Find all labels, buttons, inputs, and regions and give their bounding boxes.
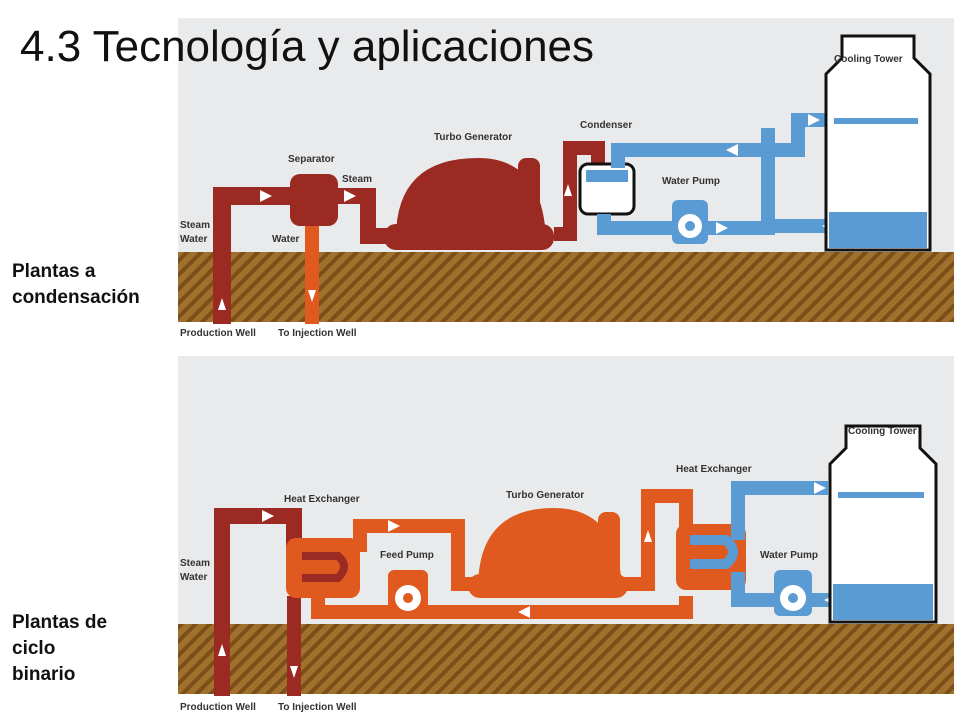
label-line: Plantas a bbox=[12, 261, 96, 282]
production-well-pipe bbox=[214, 508, 302, 696]
label-condenser: Condenser bbox=[580, 120, 632, 131]
turbo-generator bbox=[478, 508, 622, 588]
flow-arrow bbox=[388, 520, 400, 532]
separator bbox=[290, 174, 338, 226]
label-water-pump: Water Pump bbox=[760, 550, 818, 561]
spray-header bbox=[838, 492, 924, 498]
flow-arrow bbox=[262, 510, 274, 522]
label-water-pump: Water Pump bbox=[662, 176, 720, 187]
flow-arrow bbox=[344, 190, 356, 202]
label-cooling-tower: Cooling Tower bbox=[834, 54, 903, 65]
ground-base bbox=[178, 694, 954, 716]
tower-water bbox=[829, 212, 927, 248]
flow-arrow bbox=[290, 666, 298, 678]
cooling-water-pipe-bottom bbox=[731, 572, 776, 607]
label-steam: Steam bbox=[342, 174, 372, 185]
flow-arrow bbox=[644, 530, 652, 542]
label-water: Water bbox=[272, 234, 300, 245]
label-heat-exchanger: Heat Exchanger bbox=[676, 464, 752, 475]
label-steam-water: Steam bbox=[180, 558, 210, 569]
ground bbox=[178, 624, 954, 694]
pump-hub bbox=[685, 221, 695, 231]
flow-arrow bbox=[808, 114, 820, 126]
flow-arrow bbox=[814, 482, 826, 494]
pump-hub bbox=[403, 593, 413, 603]
condensing-plant-diagram: Cooling Tower Condenser Turbo Generator … bbox=[178, 18, 954, 344]
label-heat-exchanger: Heat Exchanger bbox=[284, 494, 360, 505]
label-line: condensación bbox=[12, 287, 140, 308]
turbo-generator-base bbox=[468, 574, 628, 598]
generator-unit bbox=[598, 512, 620, 588]
generator-unit bbox=[518, 158, 540, 236]
exchanger-coil bbox=[690, 535, 738, 569]
turbo-generator bbox=[396, 158, 546, 238]
label-separator: Separator bbox=[288, 154, 335, 165]
label-feed-pump: Feed Pump bbox=[380, 550, 434, 561]
label-production-well: Production Well bbox=[180, 702, 256, 713]
cooling-tower bbox=[824, 34, 932, 252]
label-steam-water: Water bbox=[180, 572, 208, 583]
flow-arrow bbox=[260, 190, 272, 202]
flow-arrow bbox=[218, 298, 226, 310]
flow-arrow bbox=[716, 222, 728, 234]
turbo-generator-base bbox=[384, 224, 554, 250]
ground-base bbox=[178, 322, 954, 344]
label-production-well: Production Well bbox=[180, 328, 256, 339]
label-condensing-plants: Plantas a condensación bbox=[12, 259, 140, 311]
label-line: Plantas de bbox=[12, 612, 108, 633]
cooling-water-pipe-top bbox=[731, 481, 828, 540]
heat-exchanger-left bbox=[286, 538, 360, 598]
cooling-tower bbox=[828, 424, 938, 624]
label-cooling-tower: Cooling Tower bbox=[848, 426, 917, 437]
label-line: binario bbox=[12, 664, 76, 685]
pump-hub bbox=[788, 593, 798, 603]
spray-header bbox=[834, 118, 918, 124]
label-turbo-generator: Turbo Generator bbox=[434, 132, 512, 143]
flow-arrow bbox=[218, 644, 226, 656]
working-fluid-pipe-top bbox=[353, 519, 478, 591]
flow-arrow bbox=[518, 606, 530, 618]
label-steam-water: Water bbox=[180, 234, 208, 245]
page-title: 4.3 Tecnología y aplicaciones bbox=[20, 22, 595, 71]
binary-cycle-diagram: Cooling Tower Heat Exchanger Heat Exchan… bbox=[178, 356, 954, 716]
label-injection-well: To Injection Well bbox=[278, 328, 357, 339]
label-injection-well: To Injection Well bbox=[278, 702, 357, 713]
cooling-water-pipe-bottom bbox=[597, 214, 672, 235]
working-fluid-pipe-bottom bbox=[311, 598, 658, 619]
flow-arrow bbox=[308, 290, 316, 302]
flow-arrow bbox=[726, 144, 738, 156]
working-fluid-pipe-right bbox=[618, 489, 693, 591]
label-binary-plants: Plantas de ciclo binario bbox=[12, 610, 107, 688]
flow-arrow bbox=[564, 184, 572, 196]
label-turbo-generator: Turbo Generator bbox=[506, 490, 584, 501]
turbine-exhaust-pipe bbox=[554, 141, 605, 241]
ground bbox=[178, 252, 954, 322]
tower-water bbox=[833, 584, 933, 620]
exchanger-coil bbox=[302, 552, 348, 582]
working-fluid-pipe-return bbox=[648, 596, 693, 619]
label-steam-water: Steam bbox=[180, 220, 210, 231]
condenser-water bbox=[586, 170, 628, 182]
label-line: ciclo bbox=[12, 638, 56, 659]
cooling-water-pipe-tower bbox=[761, 128, 828, 233]
